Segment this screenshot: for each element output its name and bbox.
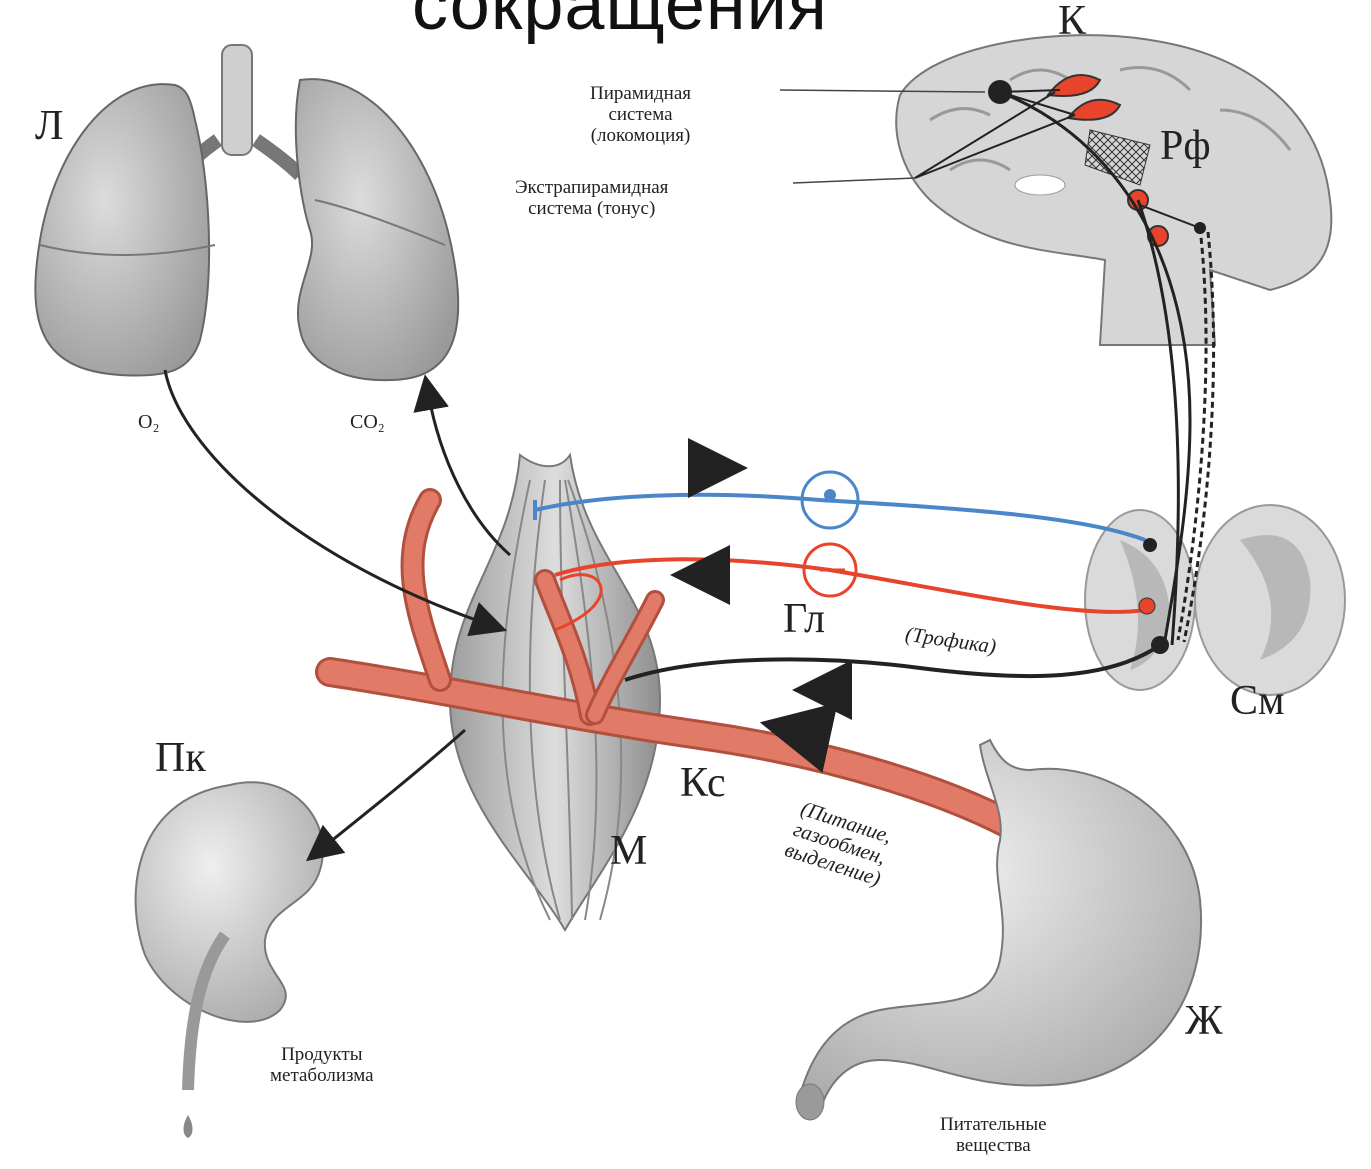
- pyramidal-leader: [780, 90, 985, 92]
- extrapyramidal-leader: [793, 178, 915, 183]
